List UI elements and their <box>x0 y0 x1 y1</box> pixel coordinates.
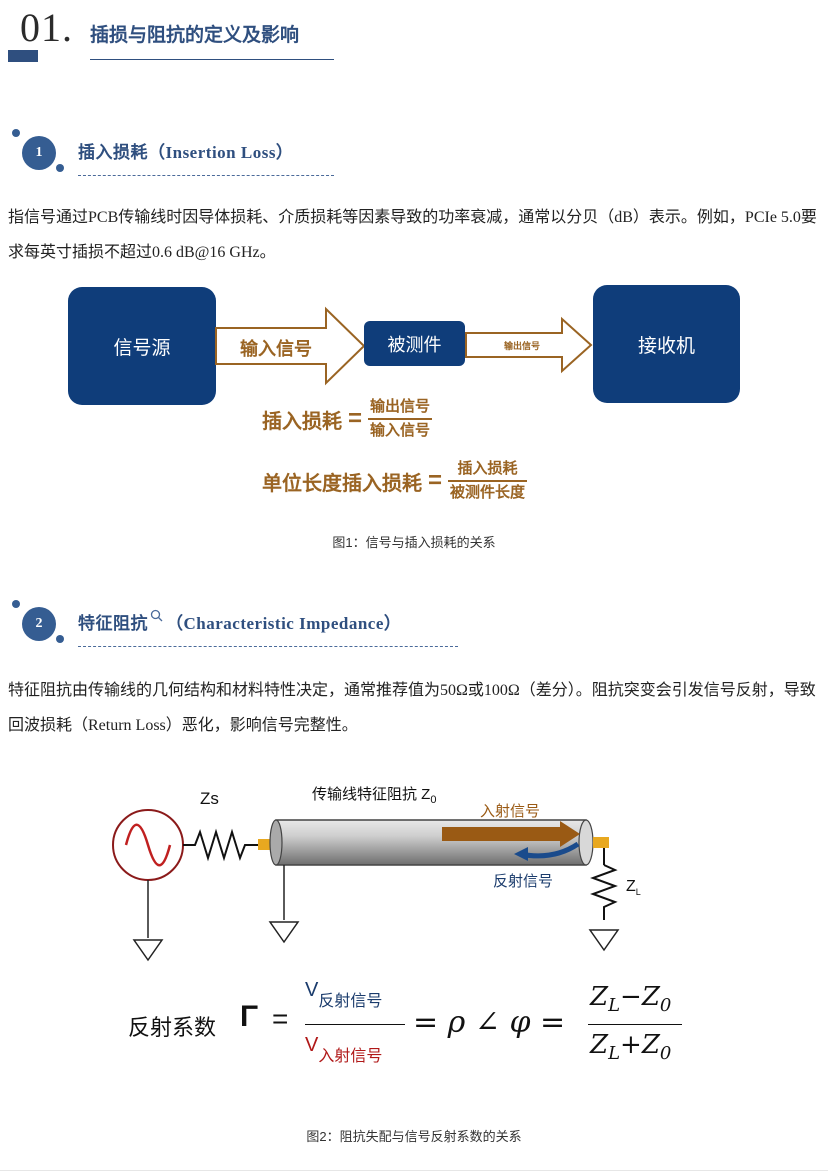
formula1-numerator: 输出信号 <box>368 396 433 420</box>
formula2-denominator: 被测件长度 <box>450 484 526 501</box>
line-impedance-text: 传输线特征阻抗 Z <box>312 786 431 803</box>
v-num-symbol: V <box>305 979 319 1001</box>
sub2-badge-dot-small <box>56 635 64 643</box>
input-signal-label: 输入信号 <box>240 339 312 359</box>
zn1: Z <box>590 982 609 1012</box>
incident-label: 入射信号 <box>480 803 541 820</box>
output-signal-label: 输出信号 <box>504 341 541 351</box>
resistor-zl-icon <box>590 864 618 920</box>
v-den-sub: 入射信号 <box>318 1048 383 1065</box>
formula1-fraction: 输出信号 输入信号 <box>368 396 433 442</box>
z-denominator: ZL+Z0 <box>590 1030 671 1064</box>
zd2: Z <box>641 1030 660 1060</box>
v-denominator: V入射信号 <box>305 1032 382 1065</box>
sub1-badge: 1 <box>22 136 56 170</box>
sub2-title: 特征阻抗 （Characteristic Impedance） <box>78 609 401 634</box>
figure2-caption: 图2：阻抗失配与信号反射系数的关系 <box>306 1129 522 1144</box>
formula-insertion-loss: 插入损耗 = 输出信号 输入信号 <box>262 396 433 442</box>
formula2-left: 单位长度插入损耗 <box>262 472 422 495</box>
zl-text: Z <box>626 878 636 895</box>
resistor-zs-icon <box>183 828 260 862</box>
sub2-badge-dot <box>12 600 20 608</box>
ground-icon-load <box>588 929 620 952</box>
transmission-line-diagram <box>112 809 620 962</box>
formula1-left: 插入损耗 <box>262 410 342 433</box>
input-arrow <box>215 306 366 386</box>
sub1-title-en: （Insertion Loss） <box>148 143 294 162</box>
zn-minus: − <box>620 982 642 1012</box>
zl-sub: L <box>635 887 641 898</box>
connector-right <box>593 837 609 848</box>
output-arrow <box>465 316 593 374</box>
zl-label: ZL <box>626 878 641 897</box>
incident-arrow <box>442 821 580 847</box>
gamma-eq: = <box>272 1003 289 1034</box>
sub1-badge-dot <box>12 129 20 137</box>
rho-phi: = ρ ∠ φ = <box>413 1005 566 1040</box>
v-numerator: V反射信号 <box>305 977 382 1010</box>
receiver-box: 接收机 <box>593 285 740 403</box>
formula-unit-insertion-loss: 单位长度插入损耗 = 插入损耗 被测件长度 <box>262 458 528 504</box>
zd1: Z <box>590 1030 609 1060</box>
bottom-divider <box>0 1170 828 1171</box>
reflected-label: 反射信号 <box>493 873 554 890</box>
formula2-numerator: 插入损耗 <box>448 458 528 482</box>
v-den-symbol: V <box>305 1034 319 1056</box>
sub1-underline <box>78 175 334 176</box>
signal-source-box: 信号源 <box>68 287 216 405</box>
sub2-underline <box>78 646 458 647</box>
zs-label: Zs <box>200 789 219 808</box>
figure1-caption: 图1：信号与插入损耗的关系 <box>332 535 496 550</box>
sine-wave-icon <box>124 823 172 867</box>
v-fraction-bar <box>305 1024 405 1025</box>
sub1-title-cn: 插入损耗 <box>78 143 148 162</box>
dut-box: 被测件 <box>364 321 465 366</box>
sub1-title: 插入损耗（Insertion Loss） <box>78 138 293 163</box>
zd1-sub: L <box>608 1043 621 1065</box>
formula2-fraction: 插入损耗 被测件长度 <box>448 458 528 504</box>
z-numerator: ZL−Z0 <box>590 982 671 1016</box>
sub2-title-cn: 特征阻抗 <box>78 614 148 633</box>
section-number: 01. <box>20 5 73 50</box>
sub1-badge-dot-small <box>56 164 64 172</box>
formula1-denominator: 输入信号 <box>370 422 431 439</box>
section-bar <box>8 50 38 62</box>
z-fraction-bar <box>588 1024 682 1025</box>
sub2-title-en: （Characteristic Impedance） <box>166 614 402 633</box>
v-num-sub: 反射信号 <box>318 993 383 1010</box>
zn2-sub: 0 <box>659 995 672 1017</box>
sub2-badge: 2 <box>22 607 56 641</box>
line-impedance-label: 传输线特征阻抗 Z0 <box>312 783 436 806</box>
section-underline <box>90 59 334 60</box>
ground-icon-source <box>132 939 164 962</box>
connector-left <box>258 839 276 850</box>
gamma-symbol: Γ <box>240 1000 259 1033</box>
line-impedance-sub: 0 <box>430 794 437 806</box>
zd2-sub: 0 <box>659 1043 672 1065</box>
zn1-sub: L <box>608 995 621 1017</box>
formula1-eq: = <box>348 405 363 432</box>
search-icon[interactable] <box>150 609 164 623</box>
sub2-paragraph: 特征阻抗由传输线的几何结构和材料特性决定，通常推荐值为50Ω或100Ω（差分）。… <box>8 682 816 734</box>
zn2: Z <box>641 982 660 1012</box>
coef-label: 反射系数 <box>128 1015 217 1040</box>
formula2-eq: = <box>428 467 443 494</box>
ground-icon-line <box>268 921 300 944</box>
zd-plus: + <box>620 1030 642 1060</box>
sub1-paragraph: 指信号通过PCB传输线时因导体损耗、介质损耗等因素导致的功率衰减，通常以分贝（d… <box>8 209 817 261</box>
section-title: 插损与阻抗的定义及影响 <box>90 25 300 46</box>
